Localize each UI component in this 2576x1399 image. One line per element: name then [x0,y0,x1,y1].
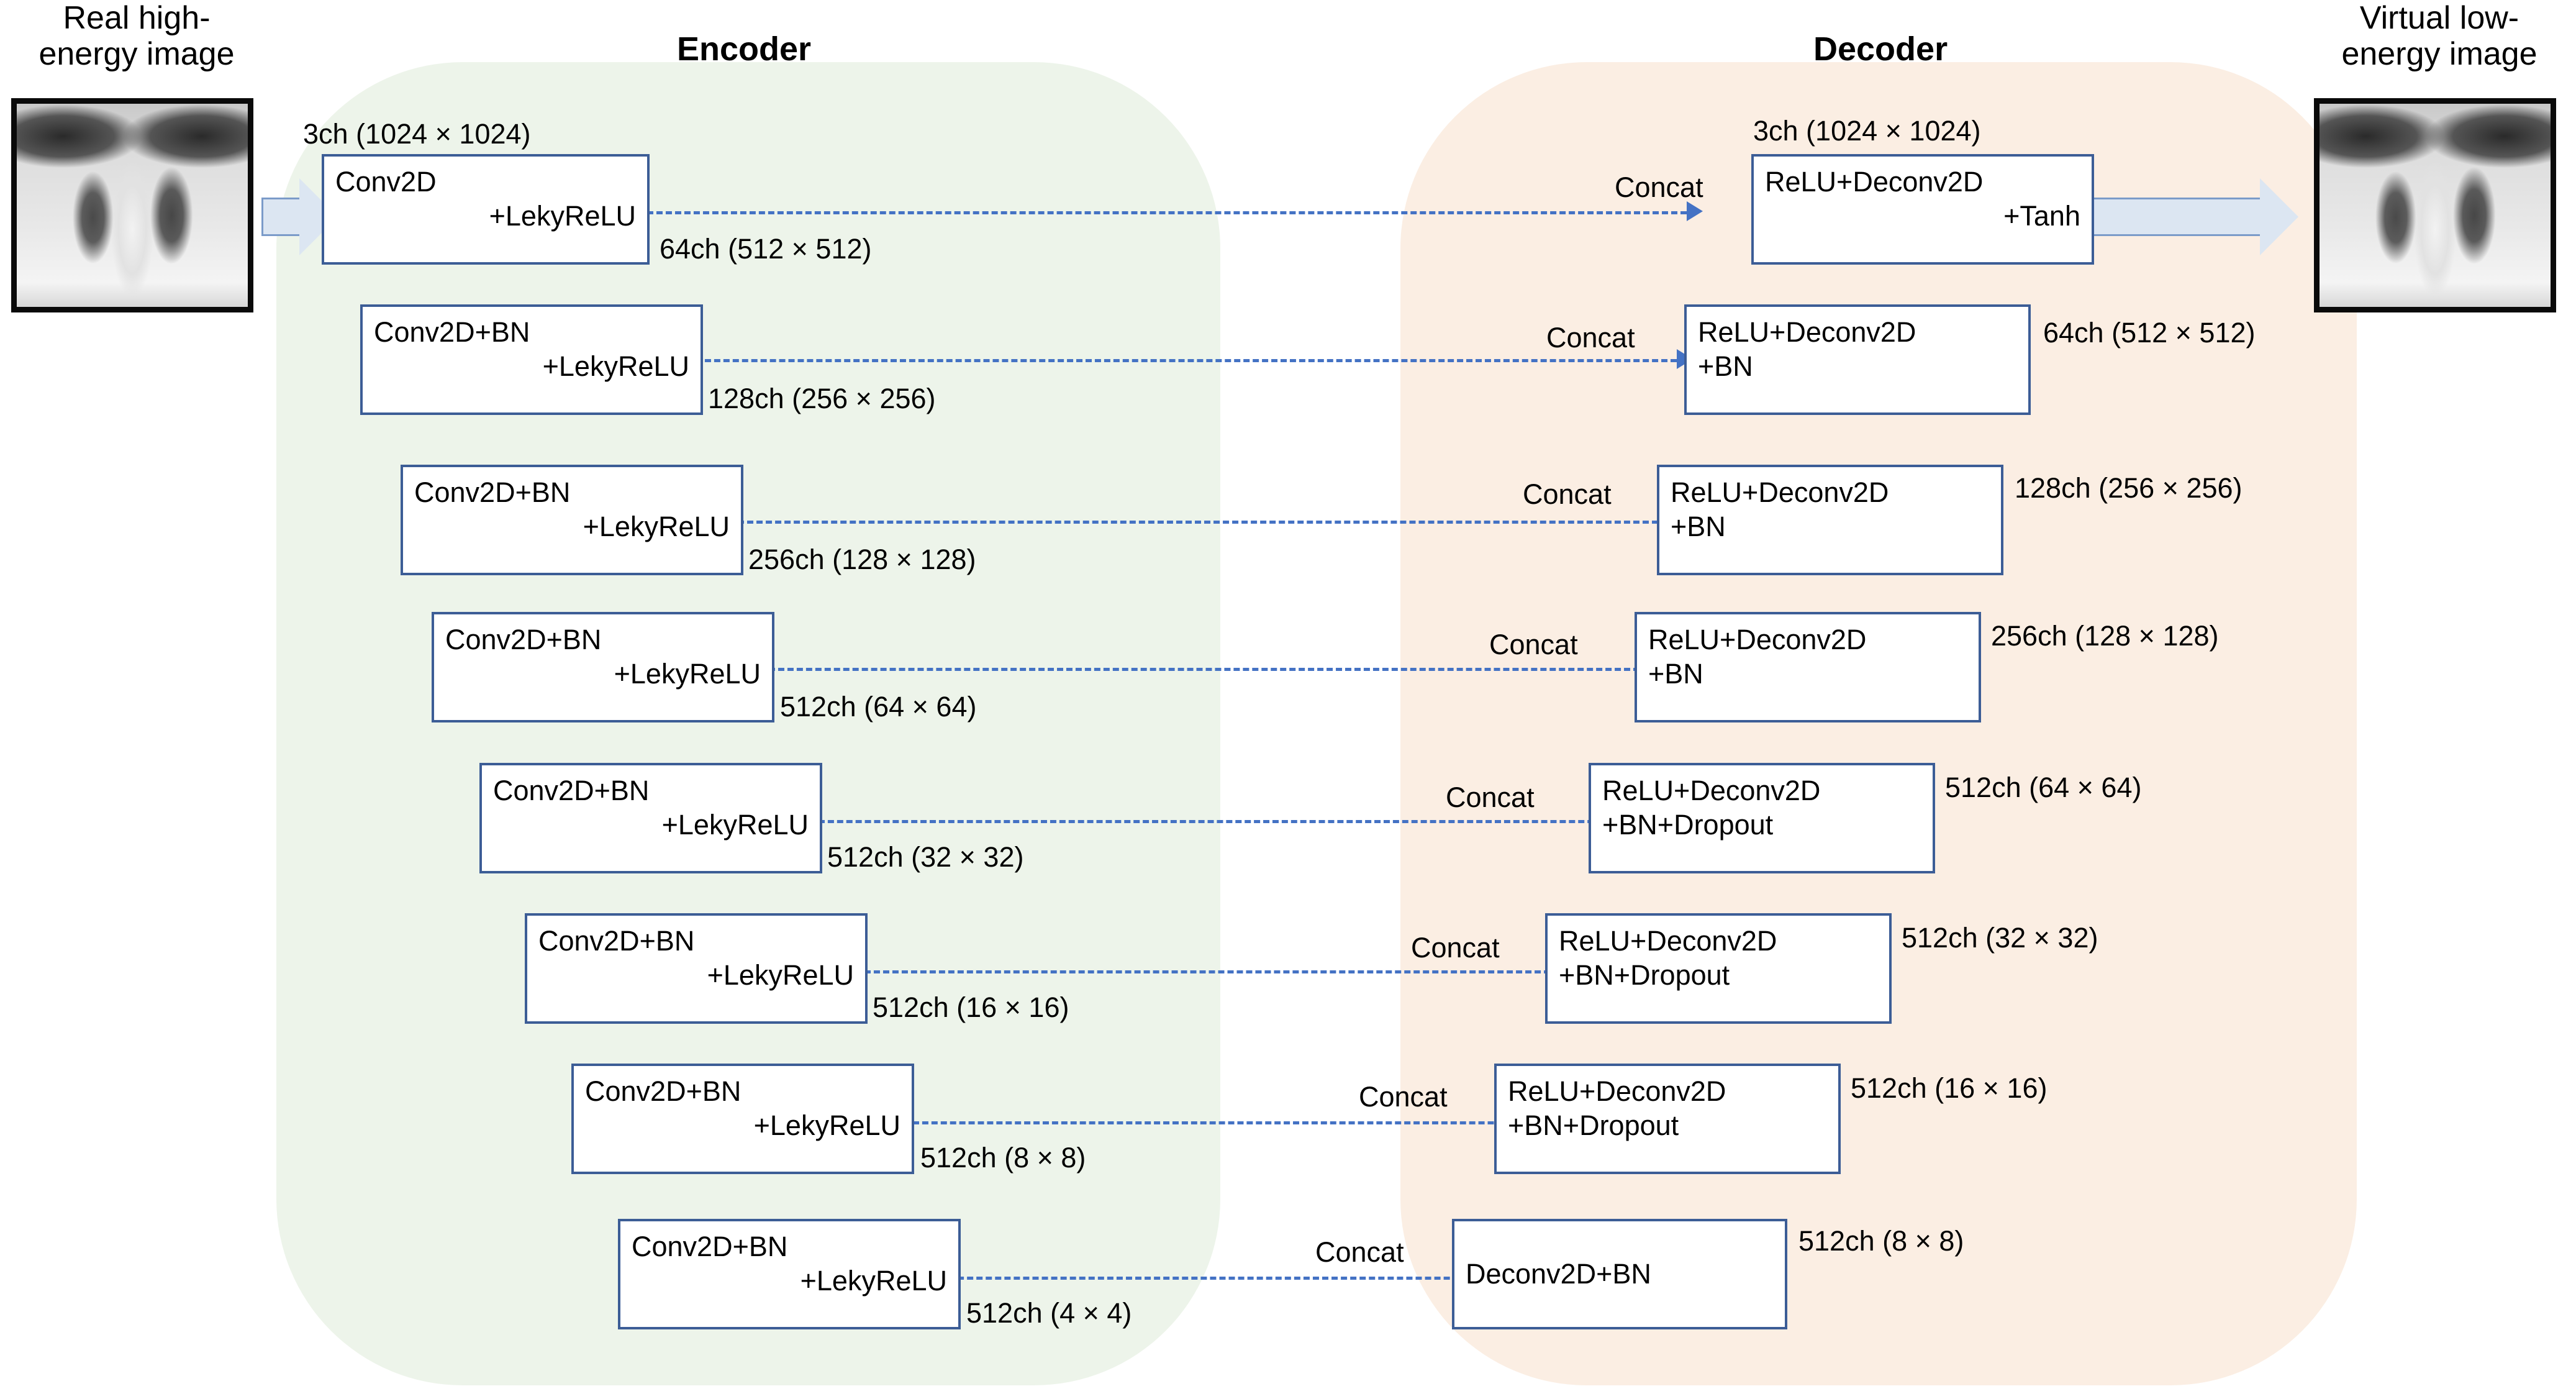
decoder-block-2-line2: +BN [1698,350,1753,382]
encoder-block-6-dim: 512ch (16 × 16) [873,991,1069,1023]
encoder-block-7-line2: +LekyReLU [753,1109,900,1141]
encoder-block-7-line1: Conv2D+BN [585,1075,742,1107]
decoder-block-3[interactable]: ReLU+Deconv2D +BN [1657,465,2003,575]
skip-connection-4 [769,668,1639,671]
decoder-block-5-line2: +BN+Dropout [1602,808,1774,841]
decoder-block-8-dim: 512ch (8 × 8) [1798,1225,1964,1257]
decoder-block-6[interactable]: ReLU+Deconv2D +BN+Dropout [1545,913,1892,1024]
decoder-block-3-line1: ReLU+Deconv2D [1671,476,1889,508]
output-flow-arrow [2092,198,2261,236]
encoder-block-5-line2: +LekyReLU [661,808,809,841]
concat-label-5: Concat [1446,782,1535,813]
skip-connection-8 [939,1277,1515,1280]
decoder-block-8[interactable]: Deconv2D+BN [1452,1219,1787,1329]
skip-connection-1 [647,211,1687,214]
decoder-block-2[interactable]: ReLU+Deconv2D +BN [1684,304,2031,415]
encoder-block-2-line2: +LekyReLU [542,350,689,382]
concat-label-1: Concat [1615,171,1703,203]
encoder-block-4-line1: Conv2D+BN [445,624,602,655]
output-image-caption: Virtual low- energy image [2341,0,2537,73]
concat-label-6: Concat [1411,932,1500,964]
input-image-caption: Real high- energy image [39,0,235,73]
encoder-block-8-dim: 512ch (4 × 4) [966,1297,1132,1329]
encoder-block-8-line1: Conv2D+BN [632,1231,788,1262]
encoder-block-3-line2: +LekyReLU [583,510,730,542]
encoder-block-1[interactable]: Conv2D +LekyReLU [322,154,650,265]
encoder-block-4-dim: 512ch (64 × 64) [780,691,977,722]
decoder-block-7[interactable]: ReLU+Deconv2D +BN+Dropout [1494,1064,1841,1174]
encoder-block-4-line2: +LekyReLU [614,657,761,690]
output-xray-image [2314,98,2556,312]
skip-connection-6 [864,970,1587,973]
decoder-block-7-line2: +BN+Dropout [1508,1109,1679,1141]
decoder-block-6-dim: 512ch (32 × 32) [1902,922,2098,954]
input-xray-image [11,98,253,312]
decoder-block-3-line2: +BN [1671,510,1726,542]
encoder-block-4[interactable]: Conv2D+BN +LekyReLU [432,612,774,722]
skip-connection-5 [819,820,1612,823]
encoder-input-dim-label: 3ch (1024 × 1024) [303,118,531,150]
encoder-block-1-line2: +LekyReLU [489,199,636,232]
decoder-block-5-line1: ReLU+Deconv2D [1602,775,1821,806]
encoder-block-5-dim: 512ch (32 × 32) [827,841,1024,873]
decoder-block-4[interactable]: ReLU+Deconv2D +BN [1635,612,1981,722]
decoder-block-4-line2: +BN [1648,657,1703,690]
encoder-block-6-line2: +LekyReLU [707,959,854,991]
encoder-block-7-dim: 512ch (8 × 8) [920,1142,1086,1173]
encoder-block-2-line1: Conv2D+BN [374,316,530,348]
encoder-block-5[interactable]: Conv2D+BN +LekyReLU [479,763,822,873]
encoder-block-5-line1: Conv2D+BN [493,775,650,806]
skip-arrowhead-1 [1687,201,1703,221]
decoder-title: Decoder [1813,30,1948,68]
encoder-block-6[interactable]: Conv2D+BN +LekyReLU [525,913,868,1024]
decoder-block-3-dim: 128ch (256 × 256) [2015,472,2243,504]
encoder-block-1-dim: 64ch (512 × 512) [660,233,872,265]
encoder-block-2-dim: 128ch (256 × 256) [708,383,936,414]
skip-connection-7 [913,1121,1559,1124]
encoder-block-3-line1: Conv2D+BN [414,476,571,508]
encoder-block-7[interactable]: Conv2D+BN +LekyReLU [571,1064,914,1174]
decoder-block-6-line2: +BN+Dropout [1559,959,1730,991]
concat-label-3: Concat [1523,478,1612,510]
decoder-block-1-line1: ReLU+Deconv2D [1765,166,1984,198]
decoder-block-1[interactable]: ReLU+Deconv2D +Tanh [1751,154,2094,265]
encoder-block-8[interactable]: Conv2D+BN +LekyReLU [618,1219,961,1329]
skip-connection-2 [696,359,1677,362]
decoder-block-8-line1: Deconv2D+BN [1466,1257,1651,1290]
concat-label-2: Concat [1546,322,1635,353]
encoder-block-2[interactable]: Conv2D+BN +LekyReLU [360,304,703,415]
encoder-block-3-dim: 256ch (128 × 128) [748,544,976,575]
decoder-block-1-line2: +Tanh [2003,199,2080,232]
decoder-block-7-dim: 512ch (16 × 16) [1851,1072,2048,1104]
decoder-block-5-dim: 512ch (64 × 64) [1945,772,2142,803]
decoder-block-4-dim: 256ch (128 × 128) [1991,620,2219,652]
encoder-block-6-line1: Conv2D+BN [538,925,695,957]
concat-label-7: Concat [1359,1081,1448,1113]
decoder-block-5[interactable]: ReLU+Deconv2D +BN+Dropout [1589,763,1935,873]
input-flow-arrow [261,198,300,236]
skip-connection-3 [738,521,1658,524]
concat-label-8: Concat [1315,1236,1404,1268]
encoder-title: Encoder [677,30,812,68]
decoder-block-7-line1: ReLU+Deconv2D [1508,1075,1726,1107]
decoder-block-2-line1: ReLU+Deconv2D [1698,316,1916,348]
decoder-block-4-line1: ReLU+Deconv2D [1648,624,1867,655]
encoder-block-1-line1: Conv2D [335,166,437,198]
decoder-output-dim-label: 3ch (1024 × 1024) [1753,115,1981,147]
decoder-block-2-dim: 64ch (512 × 512) [2043,317,2256,349]
encoder-block-8-line2: +LekyReLU [800,1264,947,1296]
encoder-block-3[interactable]: Conv2D+BN +LekyReLU [401,465,743,575]
decoder-block-6-line1: ReLU+Deconv2D [1559,925,1777,957]
output-flow-arrow-head [2260,178,2298,255]
concat-label-4: Concat [1489,629,1578,660]
